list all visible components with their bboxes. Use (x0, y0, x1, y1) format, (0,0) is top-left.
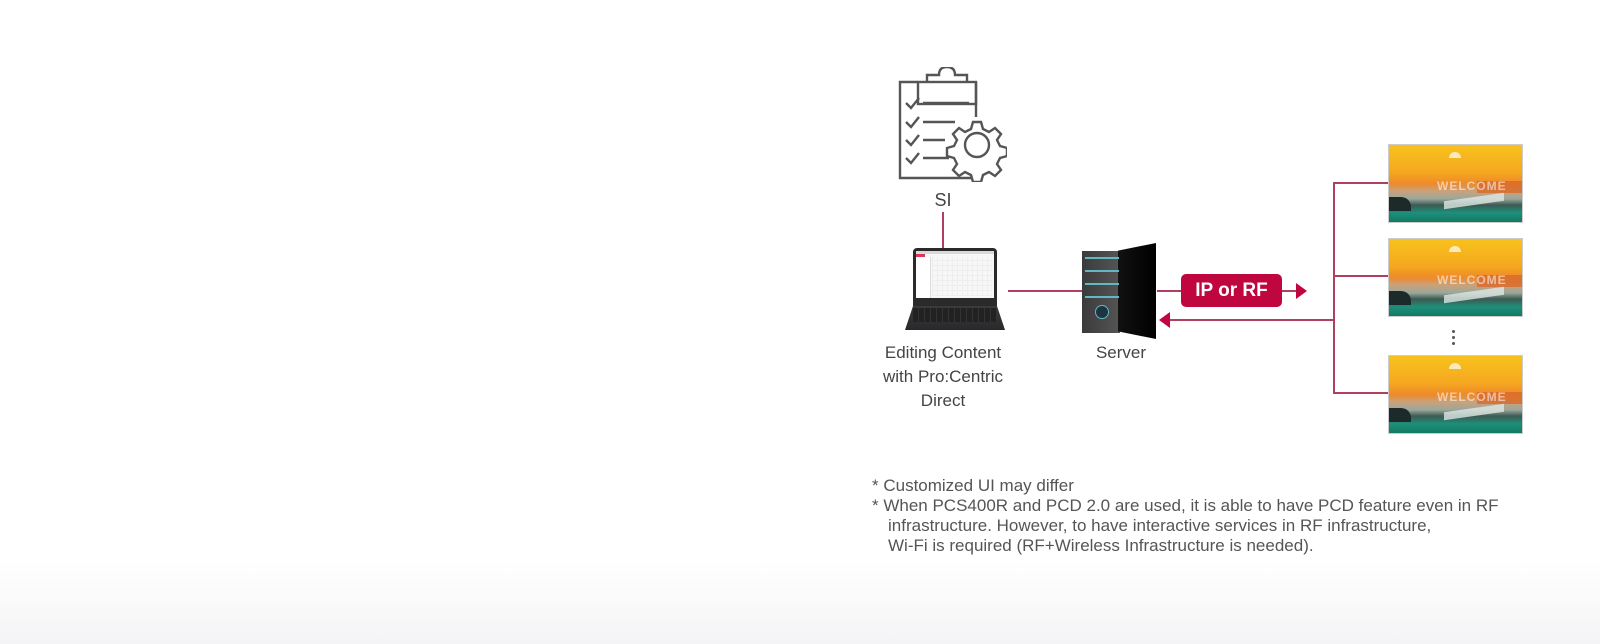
return-connector (1170, 319, 1334, 321)
ellipsis-dot (1452, 342, 1455, 345)
editor-label-line1: Editing Content (884, 343, 1002, 362)
tv-display-icon: WELCOME (1388, 144, 1523, 223)
clipboard-checklist-gear-icon (898, 67, 1007, 182)
server-label: Server (1095, 343, 1147, 362)
editor-label-line2: with Pro:Centric Direct (883, 367, 1003, 410)
badge-to-arrow-connector (1282, 290, 1296, 292)
note-2-cont-2: Wi-Fi is required (RF+Wireless Infrastru… (888, 536, 1314, 555)
si-label: SI (934, 190, 952, 210)
server-tower-icon (1082, 243, 1157, 339)
arrow-left-icon (1159, 312, 1170, 328)
arrow-right-icon (1296, 283, 1307, 299)
laptop-icon (903, 248, 1007, 334)
display-branch-3 (1333, 392, 1388, 394)
display-branch-2 (1333, 275, 1388, 277)
note-1: * Customized UI may differ (872, 476, 1074, 495)
server-to-badge-connector (1157, 290, 1181, 292)
note-2-cont-1: infrastructure. However, to have interac… (888, 516, 1432, 535)
tv-display-icon: WELCOME (1388, 238, 1523, 317)
note-2: * When PCS400R and PCD 2.0 are used, it … (872, 496, 1499, 515)
display-bus-vertical (1333, 182, 1335, 393)
ellipsis-dot (1452, 330, 1455, 333)
editor-label: Editing Content with Pro:Centric Direct (860, 341, 1026, 413)
si-to-editor-connector (942, 212, 944, 248)
tv-display-icon: WELCOME (1388, 355, 1523, 434)
display-branch-1 (1333, 182, 1388, 184)
editor-to-server-connector (1008, 290, 1083, 292)
ip-or-rf-badge: IP or RF (1181, 274, 1282, 307)
ellipsis-dot (1452, 336, 1455, 339)
